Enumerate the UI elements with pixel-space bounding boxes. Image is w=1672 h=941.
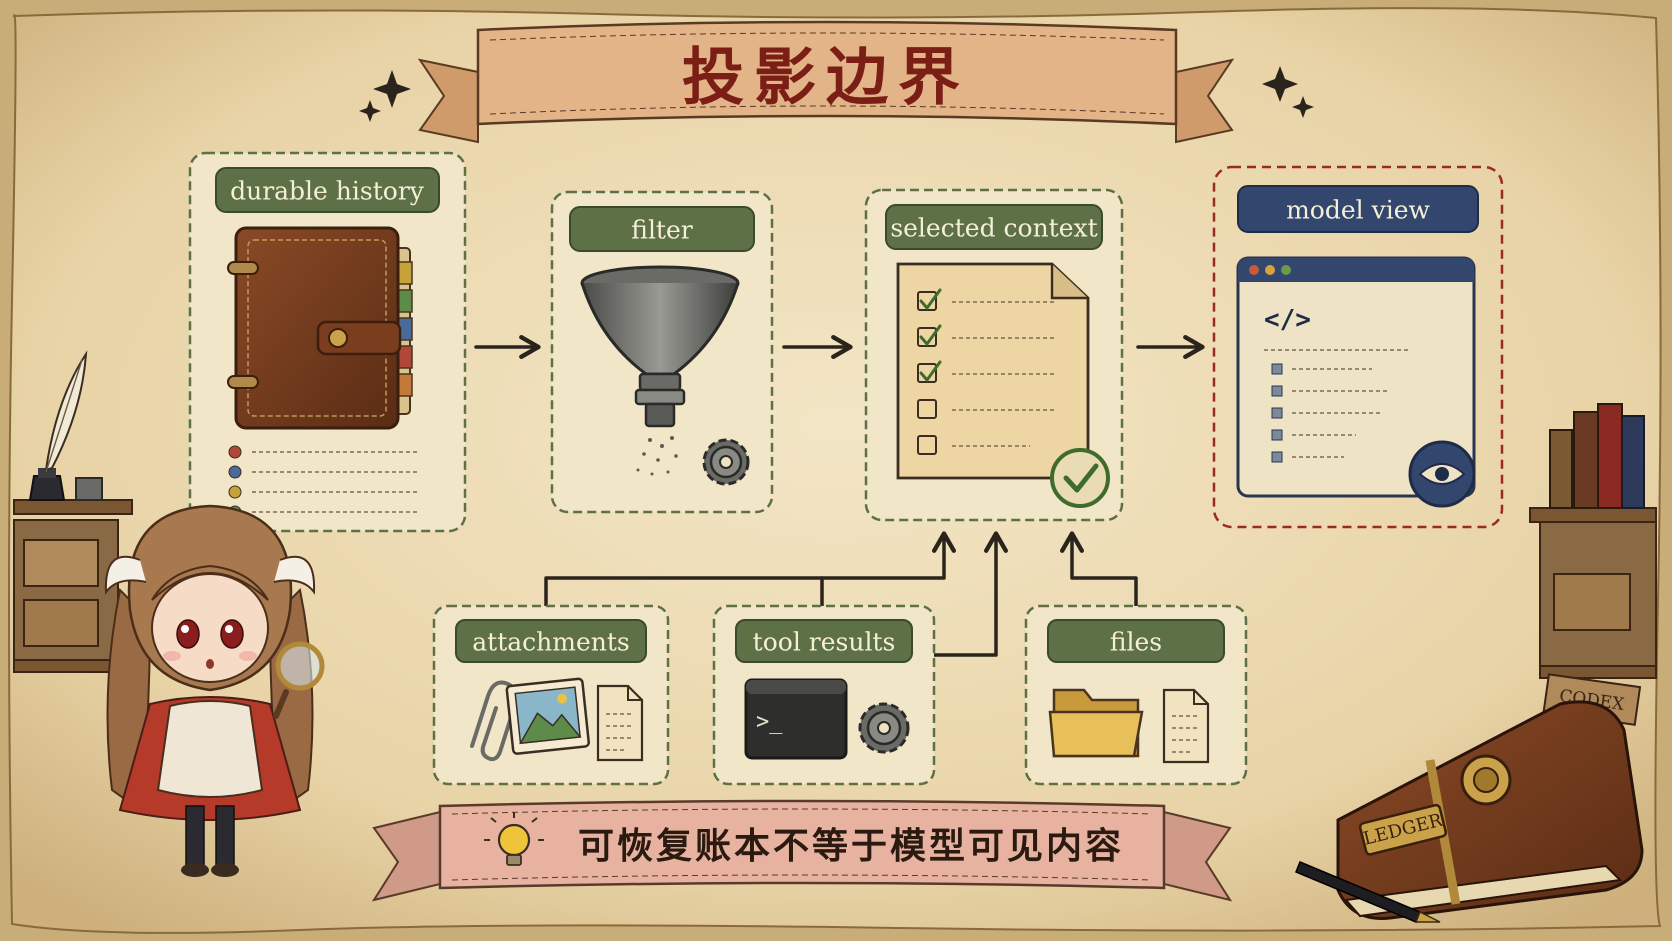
connector-tool-results <box>932 531 1009 657</box>
pen-cup-icon <box>75 477 103 501</box>
gear-icon <box>858 702 910 754</box>
stage-label: model view <box>1286 196 1430 225</box>
inkpot-icon <box>28 468 66 501</box>
sparkle-icon <box>1262 66 1298 102</box>
magnifying-glass-icon <box>273 641 325 719</box>
stage-filter: filter <box>550 190 774 514</box>
terminal-icon: >_ <box>744 678 848 760</box>
sparkle-icons <box>359 66 1314 122</box>
right-shelf-decor: CODEX <box>1529 403 1657 726</box>
ledger-book-icon <box>227 226 413 430</box>
check-icon <box>919 324 942 347</box>
horn-icon <box>104 555 147 595</box>
source-connectors <box>544 531 1138 657</box>
stage-chip <box>569 206 755 252</box>
source-label: files <box>1110 628 1162 657</box>
sparkle-icon <box>373 70 411 108</box>
stage-label: selected context <box>890 214 1097 243</box>
source-chip <box>455 619 647 663</box>
model-window: </> <box>1236 256 1476 498</box>
stage-label: filter <box>631 216 693 245</box>
window-dot-icon <box>1281 265 1291 275</box>
fountain-pen-icon <box>1295 861 1441 923</box>
window-dot-icon <box>1265 265 1275 275</box>
folder-icon <box>1048 688 1144 758</box>
window-dot-icon <box>1249 265 1259 275</box>
stage-selected-context: selected context <box>864 188 1124 522</box>
connector-attachments <box>544 531 957 608</box>
gear-icon <box>702 438 750 486</box>
mascot-character <box>104 504 325 877</box>
image-icon <box>505 677 591 755</box>
highlight-boundary <box>1212 165 1504 529</box>
source-files: files <box>1024 604 1248 786</box>
source-label: tool results <box>753 628 896 657</box>
eye-icon <box>1408 440 1476 508</box>
quill-icon <box>44 350 88 473</box>
check-icon <box>919 360 942 383</box>
document-icon <box>596 684 644 762</box>
check-icon <box>919 288 942 311</box>
ledger-book-prop: LEDGER <box>1336 700 1644 920</box>
stage-model-view: model view </> <box>1212 165 1504 529</box>
approved-check-icon <box>1050 448 1110 508</box>
lightbulb-icon <box>484 812 544 866</box>
history-list <box>228 445 420 519</box>
sparkle-icon <box>1292 96 1314 118</box>
page-title: 投影边界 <box>682 41 970 114</box>
left-shelf-decor <box>13 350 133 673</box>
source-chip <box>735 619 913 663</box>
terminal-prompt: >_ <box>756 710 783 735</box>
source-chip <box>1047 619 1225 663</box>
stage-durable-history: durable history <box>188 151 467 533</box>
source-label: attachments <box>472 628 629 657</box>
paperclip-icon <box>470 680 518 762</box>
code-icon: </> <box>1264 305 1311 335</box>
source-attachments: attachments <box>432 604 670 786</box>
context-document-icon <box>896 262 1090 480</box>
sparkle-icon <box>359 100 381 122</box>
stage-chip <box>885 204 1103 250</box>
stage-chip <box>215 167 440 213</box>
title-banner: 投影边界 <box>417 20 1235 144</box>
source-tool-results: tool results >_ <box>712 604 936 786</box>
bottom-banner: 可恢复账本不等于模型可见内容 <box>371 799 1233 902</box>
connector-files <box>1059 531 1138 608</box>
document-icon <box>1162 688 1210 764</box>
funnel-icon <box>580 265 740 476</box>
stage-label: durable history <box>230 177 425 206</box>
checklist <box>917 288 1054 455</box>
horn-icon <box>273 555 316 595</box>
stage-chip <box>1237 185 1479 233</box>
banner-caption: 可恢复账本不等于模型可见内容 <box>578 825 1124 867</box>
